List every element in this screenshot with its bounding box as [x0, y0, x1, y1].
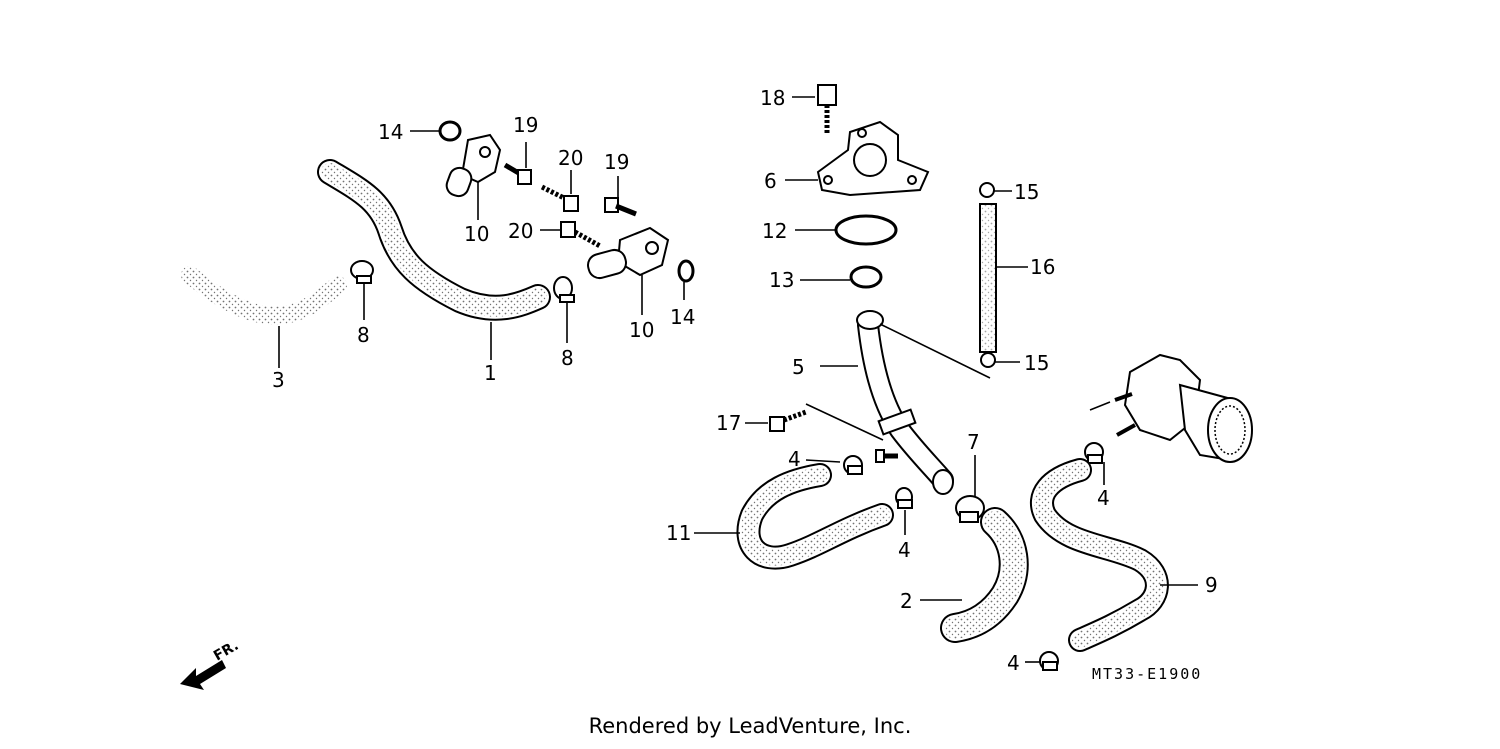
callout-5: 5 [792, 355, 805, 379]
callout-15-lower: 15 [1024, 351, 1049, 375]
bolt-part-19-lower [604, 197, 637, 217]
hose-part-1 [317, 159, 551, 321]
bolt-part-20-upper [540, 184, 579, 212]
o-ring-part-14-left [438, 120, 462, 142]
hose-clamp-part-4-a [843, 455, 863, 475]
callout-6: 6 [764, 169, 777, 193]
hose-clamp-part-8-right [553, 276, 575, 303]
bolt-part-18 [817, 84, 837, 133]
bolt-pipe-stay [875, 449, 898, 463]
callout-9: 9 [1205, 573, 1218, 597]
hose-part-2 [940, 507, 1029, 643]
hose-clamp-part-7 [955, 495, 985, 523]
callout-17: 17 [716, 411, 741, 435]
o-ring-part-14-right [677, 259, 695, 283]
bolt-part-20-lower [560, 221, 602, 249]
front-label: FR. [211, 638, 241, 665]
callout-18: 18 [760, 86, 785, 110]
water-joint-part-10-lower [587, 226, 670, 280]
callout-4-c: 4 [1097, 486, 1110, 510]
hose-clamp-part-4-b [895, 487, 913, 509]
callout-12: 12 [762, 219, 787, 243]
callout-10-upper: 10 [464, 222, 489, 246]
hose-clamp-part-15-lower [980, 352, 996, 368]
water-pipe-part-5 [856, 310, 954, 495]
callout-4-d: 4 [1007, 651, 1020, 675]
callout-16: 16 [1030, 255, 1055, 279]
front-direction-arrow-icon: FR. [180, 638, 241, 690]
bolt-part-17 [769, 409, 807, 432]
hose-clamp-part-15-upper [979, 182, 995, 198]
callout-3: 3 [272, 368, 285, 392]
thermostat-cover-part-6 [816, 120, 930, 197]
callout-11: 11 [666, 521, 691, 545]
callout-15-upper: 15 [1014, 180, 1039, 204]
callout-19-upper: 19 [513, 113, 538, 137]
callout-4-a: 4 [788, 447, 801, 471]
callout-8-right: 8 [561, 346, 574, 370]
callout-8-left: 8 [357, 323, 370, 347]
callout-20-upper: 20 [558, 146, 583, 170]
callout-1: 1 [484, 361, 497, 385]
oil-filter-bolt-upper [1089, 392, 1133, 411]
render-credit: Rendered by LeadVenture, Inc. [588, 714, 912, 738]
callout-13: 13 [769, 268, 794, 292]
hose-clamp-part-4-c [1084, 442, 1104, 464]
callout-7: 7 [967, 430, 980, 454]
callout-19-lower: 19 [604, 150, 629, 174]
diagram-code: MT33-E1900 [1092, 665, 1202, 683]
hose-part-11 [736, 463, 894, 570]
callout-14-right: 14 [670, 305, 695, 329]
callout-labels: 1 2 3 4 4 4 4 5 6 7 8 8 9 10 10 11 12 13… [272, 86, 1218, 675]
callout-4-b: 4 [898, 538, 911, 562]
callout-20-lower: 20 [508, 219, 533, 243]
callout-2: 2 [900, 589, 913, 613]
hose-part-3 [179, 264, 349, 327]
callout-14-left: 14 [378, 120, 403, 144]
hose-clamp-part-4-d [1039, 651, 1059, 671]
hose-part-9 [1029, 458, 1169, 652]
water-joint-part-10-upper [445, 133, 502, 198]
hose-clamp-part-8-left [350, 260, 374, 284]
oil-filter-bolt-lower [1116, 423, 1136, 437]
callout-10-lower: 10 [629, 318, 654, 342]
gasket-part-12 [834, 214, 898, 246]
thermostat-part-13 [849, 265, 883, 289]
oil-filter [1123, 353, 1253, 463]
hose-part-16 [979, 203, 997, 353]
bolt-part-19-upper [503, 162, 532, 185]
